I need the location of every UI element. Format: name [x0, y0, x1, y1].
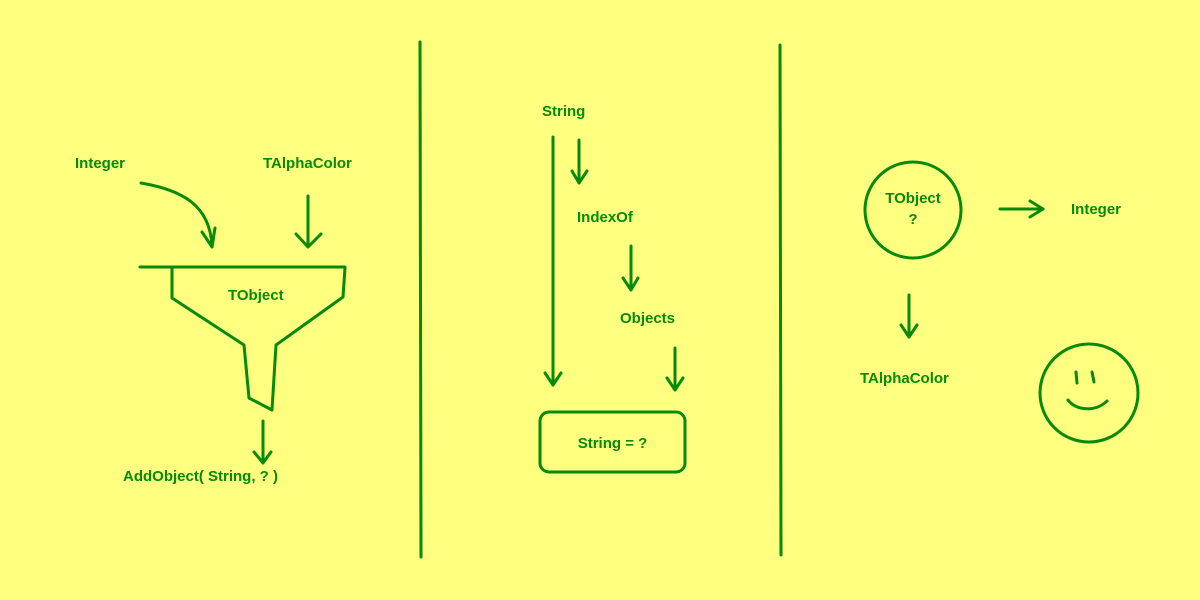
funnel-output-arrow	[252, 419, 273, 465]
result-box	[538, 410, 687, 474]
integer-curved-arrow	[139, 181, 217, 249]
string-start-label: String	[542, 103, 586, 120]
smiley-face-icon	[1038, 342, 1140, 444]
result-box-label: String = ?	[577, 435, 648, 452]
funnel-tobject-label: TObject	[228, 287, 284, 304]
indexof-label: IndexOf	[577, 209, 633, 226]
talphacolor-target-label: TAlphaColor	[860, 370, 949, 387]
talphacolor-down-arrow	[294, 194, 323, 249]
talphacolor-input-label: TAlphaColor	[263, 155, 352, 172]
funnel-icon	[138, 265, 347, 412]
right-arrow-to-integer	[998, 199, 1045, 219]
objects-to-result-arrow	[665, 346, 685, 392]
indexof-to-objects-arrow	[621, 244, 640, 292]
circle-tobject-label: TObject	[885, 190, 941, 207]
addobject-output-label: AddObject( String, ? )	[123, 468, 278, 485]
string-long-down-arrow	[543, 135, 563, 387]
divider-left	[418, 40, 423, 559]
down-arrow-to-talphacolor	[899, 293, 919, 339]
objects-label: Objects	[620, 310, 676, 327]
integer-input-label: Integer	[75, 155, 126, 172]
integer-target-label: Integer	[1071, 201, 1122, 218]
divider-right	[778, 43, 783, 557]
string-to-indexof-arrow	[570, 138, 589, 185]
circle-question-label: ?	[908, 211, 918, 228]
tobject-circle	[863, 160, 963, 260]
